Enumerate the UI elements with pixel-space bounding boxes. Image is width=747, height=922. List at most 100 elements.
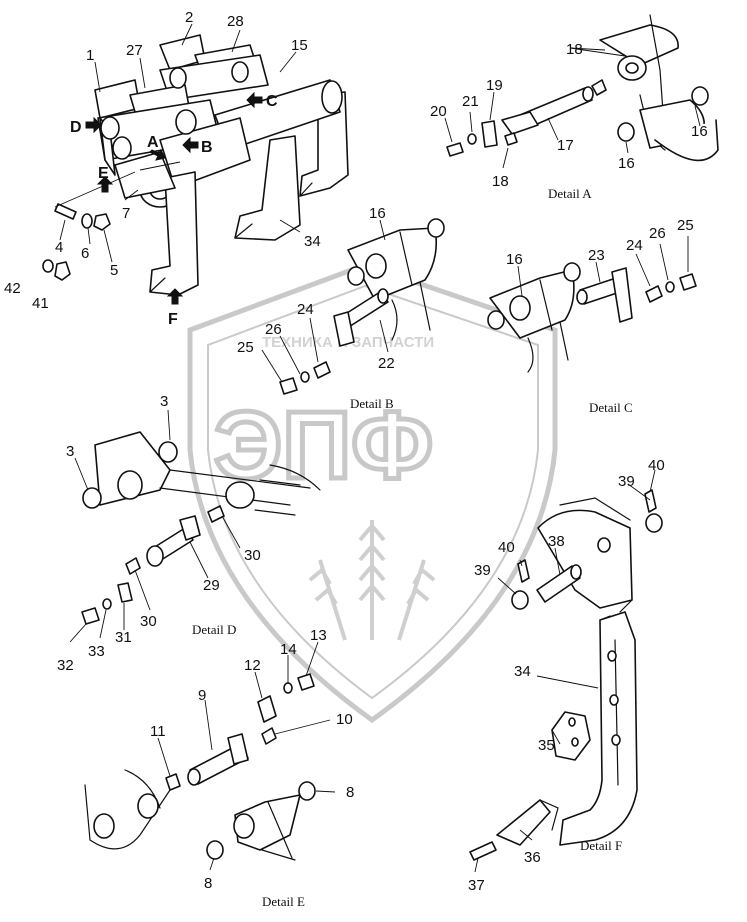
washer-26-c bbox=[665, 281, 675, 293]
detail-d: 3 3 30 29 30 31 33 32 Detail D bbox=[57, 393, 321, 674]
bushing-16-b-left bbox=[347, 266, 365, 286]
watermark-logo-text: ЭПФ bbox=[214, 392, 433, 499]
plate-12 bbox=[257, 695, 277, 723]
bolt-20 bbox=[446, 142, 464, 157]
callout-26-c: 26 bbox=[649, 225, 666, 242]
callout-24-c: 24 bbox=[626, 237, 643, 254]
callout-29: 29 bbox=[203, 577, 220, 594]
callout-16-a-right: 16 bbox=[691, 123, 708, 140]
bushing-16-c-right bbox=[563, 262, 581, 282]
bolt-25-c bbox=[679, 273, 697, 291]
main-callouts: 1 2 28 27 15 7 34 4 6 5 42 41 bbox=[4, 9, 321, 312]
callout-39-right: 39 bbox=[618, 473, 635, 490]
callout-2: 2 bbox=[185, 9, 193, 26]
arrow-e-icon bbox=[96, 176, 114, 193]
washer-42 bbox=[42, 259, 54, 273]
detail-b: 16 24 26 25 22 Detail B bbox=[237, 205, 445, 411]
callout-16-c: 16 bbox=[506, 251, 523, 268]
callout-18-a-bottom: 18 bbox=[492, 173, 509, 190]
view-marker-d: D bbox=[70, 119, 82, 136]
callout-13: 13 bbox=[310, 627, 327, 644]
grease-fitting-40-right bbox=[644, 489, 657, 513]
callout-1: 1 bbox=[86, 47, 94, 64]
callout-6: 6 bbox=[81, 245, 89, 262]
callout-11: 11 bbox=[150, 723, 166, 740]
pin-38 bbox=[536, 565, 581, 603]
callout-42: 42 bbox=[4, 280, 21, 297]
watermark-wheat-icon bbox=[308, 520, 436, 641]
callout-26-b: 26 bbox=[265, 321, 282, 338]
callout-38: 38 bbox=[548, 533, 565, 550]
shank-rear-right bbox=[299, 91, 349, 197]
arrow-d-icon bbox=[85, 116, 102, 134]
spring-pin-24-c bbox=[645, 285, 663, 303]
detail-a: 18 19 21 20 17 18 16 16 Detail A bbox=[430, 14, 719, 201]
view-marker-a: A bbox=[147, 134, 159, 151]
callout-30-right: 30 bbox=[244, 547, 261, 564]
washer-14 bbox=[283, 682, 293, 694]
callout-28: 28 bbox=[227, 13, 244, 30]
grease-fitting-18-a bbox=[591, 79, 607, 96]
bolt-41 bbox=[54, 261, 71, 281]
callout-35: 35 bbox=[538, 737, 555, 754]
view-markers: D A B C E F bbox=[70, 91, 278, 328]
washer-26-b bbox=[300, 371, 310, 383]
bushing-39-right bbox=[645, 513, 663, 533]
bushing-16-c-left bbox=[487, 310, 505, 330]
bolt-25-b bbox=[279, 377, 298, 395]
protector-35 bbox=[551, 711, 591, 761]
bushing-16-a-right bbox=[691, 86, 709, 106]
callout-19: 19 bbox=[486, 77, 503, 94]
main-ripper-assembly bbox=[42, 34, 349, 296]
callout-27: 27 bbox=[126, 42, 143, 59]
callout-16-b: 16 bbox=[369, 205, 386, 222]
nut-5 bbox=[93, 213, 111, 231]
callout-37: 37 bbox=[468, 877, 485, 894]
callout-15: 15 bbox=[291, 37, 308, 54]
grease-fitting-10 bbox=[261, 727, 277, 745]
grease-fitting-18-b bbox=[504, 132, 518, 146]
callout-3-left: 3 bbox=[66, 443, 74, 460]
callout-41: 41 bbox=[32, 295, 49, 312]
bushing-16-a-left bbox=[617, 122, 635, 142]
callout-12: 12 bbox=[244, 657, 261, 674]
washer-33 bbox=[102, 598, 112, 610]
detail-e-caption: Detail E bbox=[262, 894, 305, 909]
callout-4: 4 bbox=[55, 239, 63, 256]
callout-31: 31 bbox=[115, 629, 132, 646]
callout-21: 21 bbox=[462, 93, 479, 110]
callout-25-c: 25 bbox=[677, 217, 694, 234]
detail-e: 12 14 13 9 10 11 8 8 Detail E bbox=[84, 627, 354, 909]
callout-39-left: 39 bbox=[474, 562, 491, 579]
callout-5: 5 bbox=[110, 262, 118, 279]
callout-33: 33 bbox=[88, 643, 105, 660]
view-marker-e: E bbox=[98, 165, 109, 182]
watermark-shield: ТЕХНИКА И ЗАПЧАСТИ ЭПФ bbox=[187, 262, 558, 724]
plate-31 bbox=[117, 582, 133, 603]
callout-24-b: 24 bbox=[297, 301, 314, 318]
callout-22: 22 bbox=[378, 355, 395, 372]
tooth-36 bbox=[496, 799, 551, 846]
detail-f: 39 40 38 40 39 34 35 36 37 Detail F bbox=[468, 457, 665, 894]
bushing-16-b-right bbox=[427, 218, 445, 238]
detail-d-caption: Detail D bbox=[192, 622, 236, 637]
callout-34-f: 34 bbox=[514, 663, 531, 680]
bushing-3-left bbox=[82, 487, 102, 509]
view-marker-f: F bbox=[168, 311, 178, 328]
bushing-8-right bbox=[298, 781, 316, 801]
grease-fitting-40-left bbox=[517, 559, 530, 583]
callout-36: 36 bbox=[524, 849, 541, 866]
bushing-8-left bbox=[206, 840, 224, 860]
callout-3-top: 3 bbox=[160, 393, 168, 410]
callout-17: 17 bbox=[557, 137, 574, 154]
callout-20: 20 bbox=[430, 103, 447, 120]
bolt-32 bbox=[81, 607, 100, 625]
callout-18-a-top: 18 bbox=[566, 41, 583, 58]
callout-14: 14 bbox=[280, 641, 297, 658]
callout-34: 34 bbox=[304, 233, 321, 250]
callout-32: 32 bbox=[57, 657, 74, 674]
plate-19 bbox=[481, 120, 498, 148]
washer-6 bbox=[81, 213, 93, 229]
detail-a-caption: Detail A bbox=[548, 186, 592, 201]
